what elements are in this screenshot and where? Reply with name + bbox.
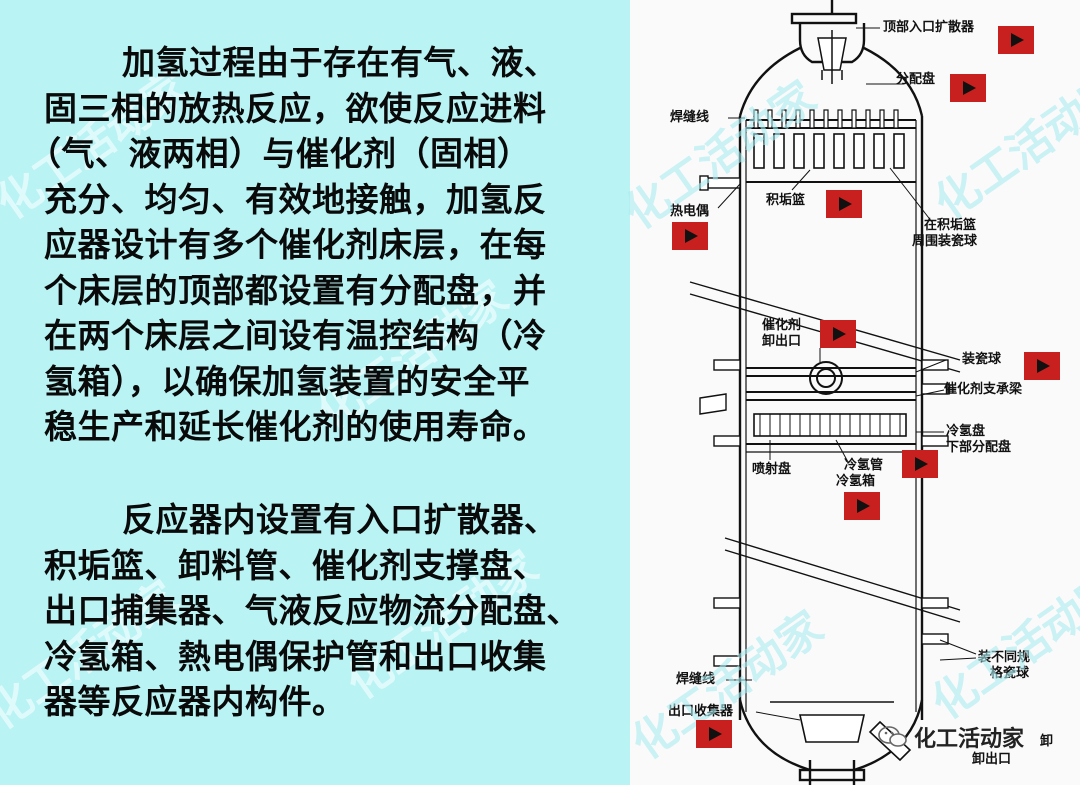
play-icon — [915, 457, 928, 471]
play-button-top-diffuser[interactable] — [998, 26, 1034, 54]
label-mixed-ceramic: 格瓷球 — [990, 666, 1030, 681]
paragraph-line: 出口捕集器、气液反应物流分配盘、 — [44, 591, 580, 630]
play-button-quench-plate[interactable] — [902, 450, 938, 478]
paragraph-line: 稳生产和延长催化剂的使用寿命。 — [44, 407, 547, 446]
brand-name: 化工活动家 — [914, 727, 1025, 752]
label-spray-plate: 喷射盘 — [752, 462, 792, 477]
paragraph-line: 积垢篮、卸料管、催化剂支撑盘、 — [44, 545, 547, 585]
label-ceramic-around-basket: 在积垢篮 — [924, 218, 977, 233]
play-icon — [685, 229, 698, 243]
play-button-thermocouple[interactable] — [672, 222, 708, 250]
label-weld-line-bottom: 焊缝线 — [676, 672, 716, 687]
play-icon — [857, 499, 870, 513]
paragraph-internals: 反应器内设置有入口扩散器、 积垢篮、卸料管、催化剂支撑盘、 出口捕集器、气液反应… — [44, 497, 634, 725]
label-unload-outlet: 卸出口 — [762, 334, 802, 349]
play-button-ceramic-balls[interactable] — [1024, 352, 1060, 380]
label-quench-box: 冷氢箱 — [836, 474, 876, 489]
label-ceramic-around-basket: 周围装瓷球 — [912, 234, 978, 249]
play-icon — [963, 81, 976, 95]
label-quench-plate: 下部分配盘 — [946, 440, 1012, 455]
play-button-distributor[interactable] — [950, 74, 986, 102]
label-unload: 卸出口 — [972, 752, 1012, 767]
label-scale-basket: 积垢篮 — [766, 193, 806, 208]
label-quench-plate: 冷氢盘 — [946, 424, 986, 439]
label-outlet-collector: 出口收集器 — [668, 704, 734, 719]
paragraph-line: 固三相的放热反应，欲使反应进料 — [44, 88, 547, 128]
play-icon — [833, 327, 846, 341]
label-quench-pipe: 冷氢管 — [844, 458, 884, 473]
brand-mark: 化工活动家 — [878, 722, 1024, 752]
wechat-icon — [878, 726, 907, 747]
paragraph-line: 反应器内设置有入口扩散器、 — [122, 500, 558, 539]
paragraph-line: 个床层的顶部都设置有分配盘，并 — [44, 270, 547, 310]
play-icon — [1037, 359, 1050, 373]
paragraph-line: 充分、均匀、有效地接触，加氢反 — [44, 179, 547, 219]
play-button-outlet-collector[interactable] — [696, 720, 732, 748]
text-panel: 化工活动家 化工活动家 化工活动家 化工活动家 加氢过程由于存在有气、液、 固三… — [0, 0, 630, 785]
play-icon — [1011, 33, 1024, 47]
label-weld-line-top: 焊缝线 — [670, 110, 710, 125]
paragraph-line: （气、液两相）与催化剂（固相） — [28, 134, 531, 173]
play-button-unload-outlet[interactable] — [820, 320, 856, 348]
play-icon — [839, 197, 852, 211]
paragraph-line: 氢箱），以确保加氢装置的安全平 — [44, 361, 530, 401]
label-mixed-ceramic: 装不同规 — [978, 650, 1031, 665]
label-support-beam: 催化剂支承梁 — [944, 382, 1023, 397]
label-top-diffuser: 顶部入口扩散器 — [883, 20, 975, 35]
paragraph-intro: 加氢过程由于存在有气、液、 固三相的放热反应，欲使反应进料 （气、液两相）与催化… — [28, 40, 634, 450]
paragraph-line: 应器设计有多个催化剂床层，在每 — [44, 225, 547, 264]
play-icon — [709, 727, 722, 741]
label-unload: 卸 — [1040, 734, 1054, 749]
play-button-quench-box[interactable] — [844, 492, 880, 520]
paragraph-line: 冷氢箱、熱电偶保护管和出口收集 — [44, 636, 547, 676]
label-distributor: 分配盘 — [896, 72, 936, 87]
paragraph-line: 器等反应器内构件。 — [44, 682, 346, 721]
play-button-scale-basket[interactable] — [826, 190, 862, 218]
label-ceramic-balls: 装瓷球 — [962, 352, 1002, 367]
label-unload-outlet: 催化剂 — [762, 318, 802, 333]
label-thermocouple: 热电偶 — [670, 204, 710, 219]
paragraph-line: 加氢过程由于存在有气、液、 — [122, 43, 558, 82]
paragraph-line: 在两个床层之间设有温控结构（冷 — [44, 316, 547, 355]
